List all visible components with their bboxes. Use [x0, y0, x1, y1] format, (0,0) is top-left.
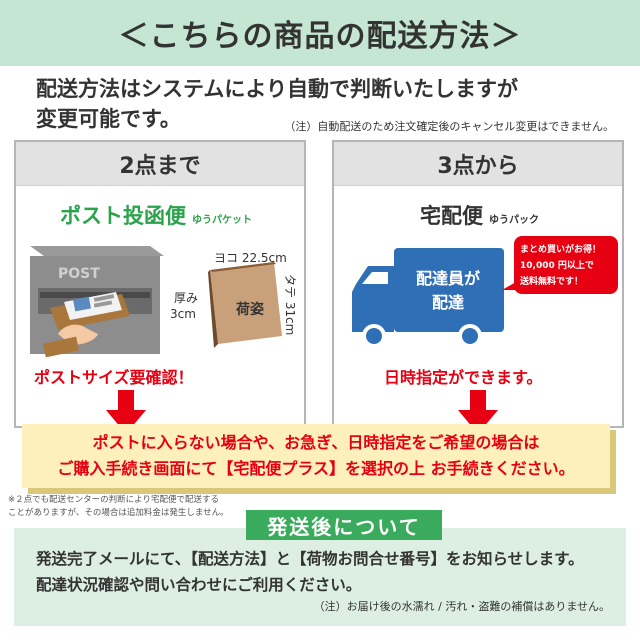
date-time-notice: 日時指定ができます。 — [384, 368, 543, 387]
envelope-icon — [50, 292, 130, 330]
method-post-sub: ゆうパケット — [192, 215, 252, 226]
dimension-depth-1: 厚み — [174, 291, 198, 305]
truck-text-1: 配達員が — [416, 269, 480, 288]
method-home: 宅配便ゆうパック — [420, 200, 539, 230]
dimension-height: タテ 31cm — [283, 274, 297, 335]
truck-icon: 配達員が 配達 — [352, 248, 504, 348]
panel-post-delivery: 2点まで ポスト投函便ゆうパケット POST — [14, 140, 306, 428]
after-line-1: 発送完了メールにて、【配送方法】と【荷物お問合せ番号】をお知らせします。 — [36, 550, 584, 568]
small-note-line-2: ことがありますが、その場合は追加料金は発生しません。 — [8, 508, 229, 518]
after-line-2: 配達状況確認や問い合わせにご利用ください。 — [36, 576, 362, 594]
notice-line-2: ご購入手続き画面にて【宅配便プラス】を選択の上 お手続きください。 — [57, 459, 575, 478]
intro-line-1: 配送方法はシステムにより自動で判断いたしますが — [36, 77, 518, 101]
small-note: ※２点でも配送センターの判断により宅配便で配送する ことがありますが、その場合は… — [8, 494, 229, 520]
small-note-line-1: ※２点でも配送センターの判断により宅配便で配送する — [8, 495, 219, 505]
package-box-icon: 荷姿 — [208, 262, 282, 348]
down-arrow-icon — [106, 390, 146, 434]
method-home-label: 宅配便 — [420, 204, 483, 228]
dimension-depth-2: 3cm — [170, 307, 196, 321]
dimension-width: ヨコ 22.5cm — [214, 251, 287, 265]
cancel-note: （注）自動配送のため注文確定後のキャンセル変更はできません。 — [284, 120, 614, 133]
package-label: 荷姿 — [235, 301, 265, 318]
panel-header-right: 3点から — [334, 142, 622, 186]
method-home-sub: ゆうパック — [489, 215, 539, 226]
intro-text: 配送方法はシステムにより自動で判断いたしますが 変更可能です。 — [36, 74, 518, 134]
bubble-line-2: 10,000 円以上で — [520, 259, 594, 271]
bubble-line-1: まとめ買いがお得！ — [520, 243, 601, 255]
after-shipping-title: 発送後について — [246, 510, 442, 540]
notice-line-1: ポストに入らない場合や、お急ぎ、日時指定をご希望の場合は — [92, 433, 540, 452]
method-post: ポスト投函便ゆうパケット — [60, 200, 252, 230]
panel-home-delivery: 3点から 宅配便ゆうパック 配達員が 配達 まとめ買いがお得！ 10,000 円… — [332, 140, 624, 428]
post-size-notice: ポストサイズ要確認！ — [34, 368, 194, 387]
truck-text-2: 配達 — [432, 293, 464, 312]
speech-bubble: まとめ買いがお得！ 10,000 円以上で 送料無料です！ — [502, 236, 618, 294]
panel-header-left: 2点まで — [16, 142, 304, 186]
bubble-line-3: 送料無料です！ — [519, 275, 583, 287]
mailbox-label: POST — [58, 266, 100, 282]
mailbox-illustration: POST 荷姿 ヨコ 22.5cm タテ 31cm 厚み 3cm — [30, 246, 297, 358]
after-shipping-box: 発送完了メールにて、【配送方法】と【荷物お問合せ番号】をお知らせします。 配達状… — [14, 528, 626, 626]
hand-icon — [42, 324, 98, 358]
down-arrow-icon — [458, 390, 498, 434]
notice-box: ポストに入らない場合や、お急ぎ、日時指定をご希望の場合は ご購入手続き画面にて【… — [22, 424, 610, 488]
after-shipping-text: 発送完了メールにて、【配送方法】と【荷物お問合せ番号】をお知らせします。 配達状… — [36, 546, 584, 598]
after-note: （注）お届け後の水濡れ / 汚れ・盗難の補償はありません。 — [313, 600, 610, 613]
truck-illustration: 配達員が 配達 まとめ買いがお得！ 10,000 円以上で 送料無料です！ — [352, 236, 618, 348]
intro-line-2: 変更可能です。 — [36, 107, 181, 131]
page-title: ＜こちらの商品の配送方法＞ — [118, 19, 522, 54]
method-post-label: ポスト投函便 — [60, 204, 186, 228]
title-bar: ＜こちらの商品の配送方法＞ — [0, 0, 640, 66]
